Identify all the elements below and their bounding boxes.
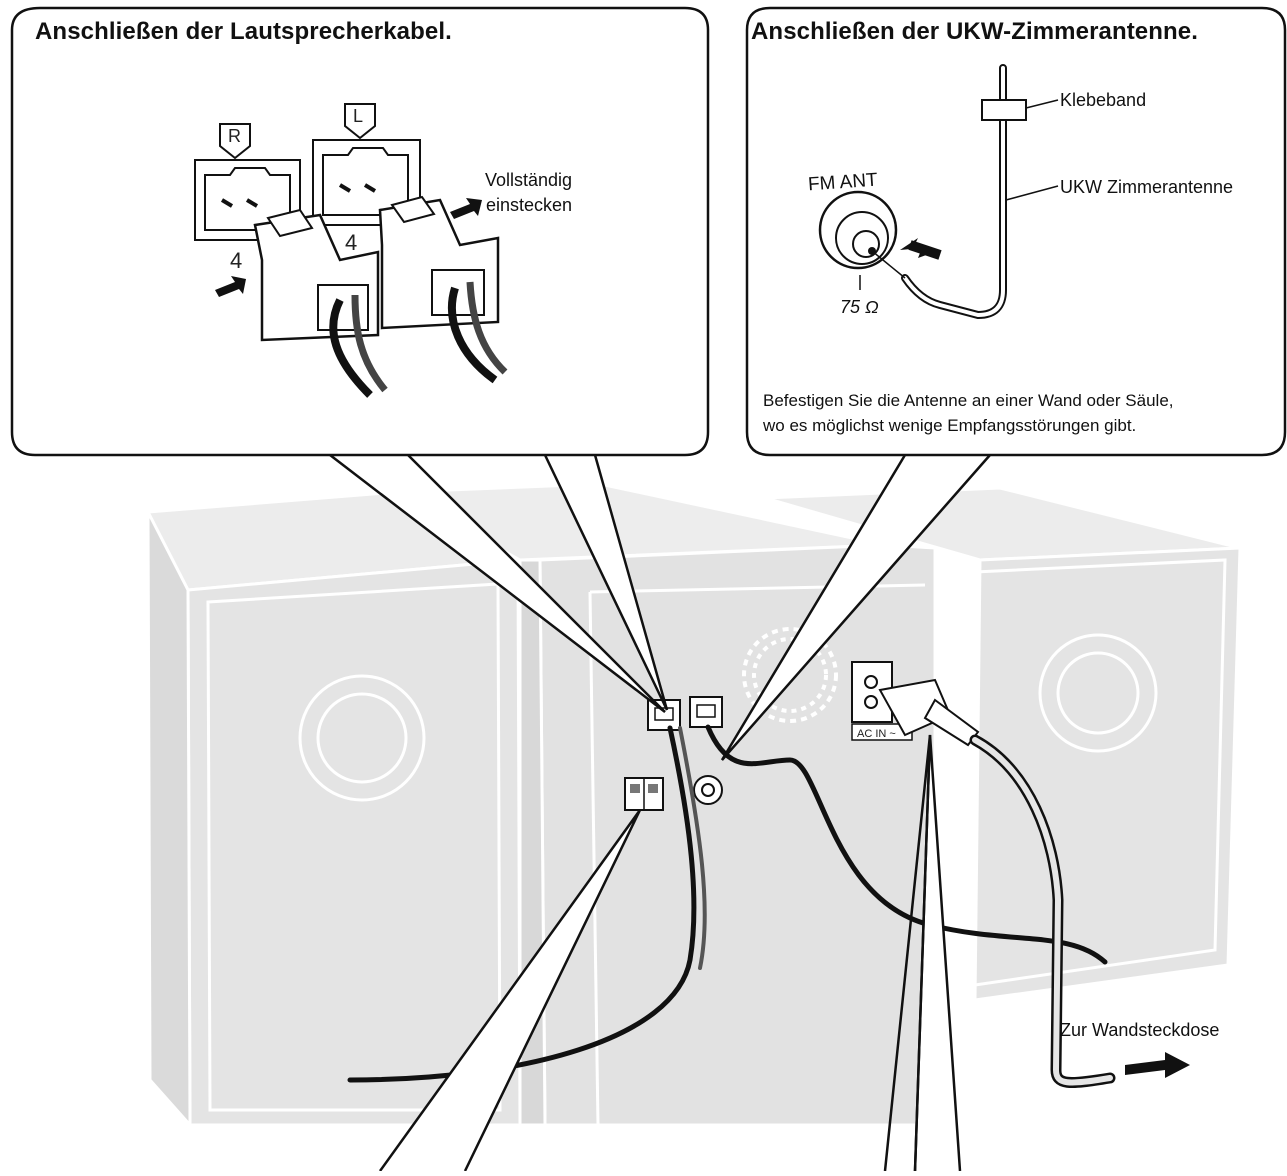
left-woofer [298,674,426,802]
tape-label: Klebeband [1060,90,1147,110]
antenna-callout-title: Anschließen der UKW-Zimmerantenne. [751,18,1198,45]
fm-ant-connector [818,190,942,290]
antenna-wire [901,64,1059,320]
antenna-label: UKW Zimmerantenne [1060,177,1234,197]
impedance-r: 4 [230,248,242,273]
antenna-note-line2: wo es möglichst wenige Empfangsstörungen… [763,416,1137,435]
antenna-note-line1: Befestigen Sie die Antenne an einer Wand… [763,391,1174,410]
antenna-callout-box [745,6,1287,457]
speaker-plug-l [378,195,508,384]
fm-ant-label: FM ANT [807,169,879,196]
terminal-l-label: L [353,106,363,126]
plug-block-on-unit [624,777,664,811]
speaker-callout-title: Anschließen der Lautsprecherkabel. [35,18,452,45]
tape-piece [981,99,1027,121]
insert-label-line2: einstecken [486,195,573,215]
terminal-r-label: R [228,126,241,146]
ac-in-label: AC IN ~ [857,728,896,740]
vent-ring [742,627,838,723]
wall-outlet-arrow [1125,1052,1190,1078]
power-plug [878,678,980,747]
impedance-l: 4 [345,230,357,255]
insert-arrow-left [215,276,246,297]
right-woofer [1038,633,1158,753]
fm-ant-port-on-unit [693,775,723,805]
insert-arrow-right [450,198,482,219]
speaker-plug-r [253,208,388,398]
insert-label-line1: Vollständig [485,170,573,190]
fm-ant-impedance: 75 Ω [840,297,879,317]
left-speaker [145,490,523,1129]
wall-outlet-label: Zur Wandsteckdose [1060,1020,1220,1040]
callout-pointers [329,454,991,1172]
speaker-callout-box [10,6,710,457]
